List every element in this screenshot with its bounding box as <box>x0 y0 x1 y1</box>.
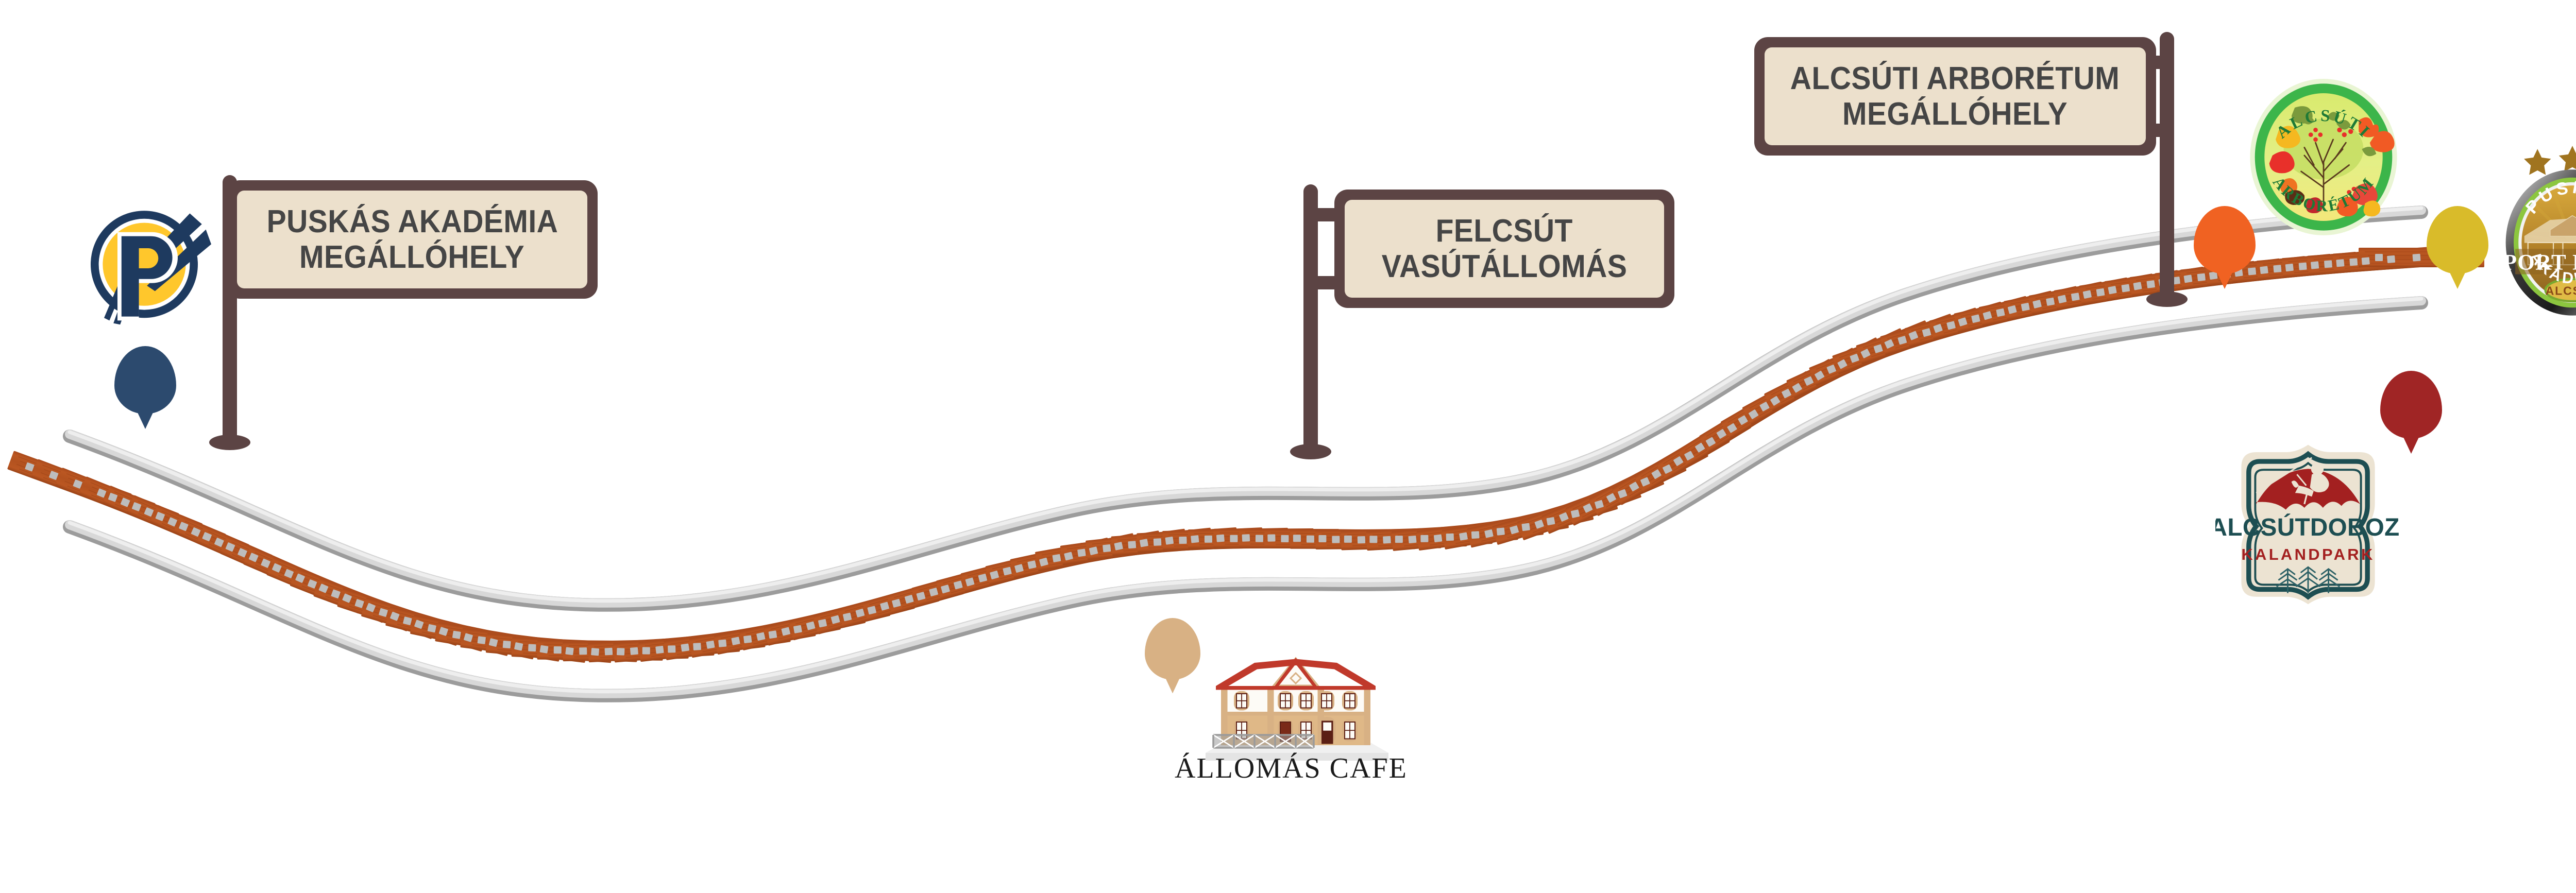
cafe-windows-upper <box>1234 691 1358 711</box>
puskas-akademia-logo <box>91 211 211 325</box>
hotel-stars <box>2524 146 2576 175</box>
sign-pole <box>2160 32 2174 300</box>
allomas-cafe-building <box>1206 657 1388 761</box>
sign-text-line: MEGÁLLÓHELY <box>299 239 525 275</box>
sign-text-line: MEGÁLLÓHELY <box>1842 96 2068 132</box>
pin-allomas-cafe[interactable] <box>1145 618 1200 680</box>
track-sleepers <box>7 245 2484 663</box>
kalandpark-subtitle: KALANDPARK <box>2241 545 2375 563</box>
alcsutdobozi-kalandpark-logo: ALCSÚTDOBOZI KALANDPARK <box>2215 444 2401 605</box>
sign-text-line: PUSKÁS AKADÉMIA <box>266 203 558 239</box>
sign-text-line: FELCSÚT <box>1435 213 1573 249</box>
sign-text-line: ALCSÚTI ARBORÉTUM <box>1790 60 2120 96</box>
pin-alcsuti-arboretum[interactable] <box>2194 206 2256 274</box>
pine-trees-icon <box>2276 566 2340 593</box>
sign-base <box>209 435 250 450</box>
sign-base <box>2146 291 2188 307</box>
pin-puskas-akademia[interactable] <box>114 346 176 414</box>
hotel-band-text: SPORT HOTEL <box>2493 250 2576 274</box>
allomas-cafe-label: ÁLLOMÁS CAFE <box>1175 752 1408 784</box>
track-fasteners <box>25 252 2471 656</box>
hotel-oval-text: ALCSÚT <box>2546 284 2576 298</box>
sign-pole <box>1303 184 1318 452</box>
alcsuti-arboretum-logo: ALCSÚTI ARBORÉTUM <box>2250 79 2397 235</box>
cafe-railing <box>1212 734 1315 749</box>
puskas-sport-hotel-logo: SPORT HOTEL ALCSÚT PUSKÁS AKADÉMIA <box>2493 146 2576 316</box>
cafe-windows-lower <box>1234 717 1358 744</box>
pin-sport-hotel[interactable] <box>2427 206 2488 274</box>
pin-kalandpark[interactable] <box>2380 371 2442 439</box>
sign-text-line: VASÚTÁLLOMÁS <box>1381 249 1628 284</box>
sign-base <box>1290 444 1331 459</box>
kalandpark-title: ALCSÚTDOBOZI <box>2215 513 2401 542</box>
